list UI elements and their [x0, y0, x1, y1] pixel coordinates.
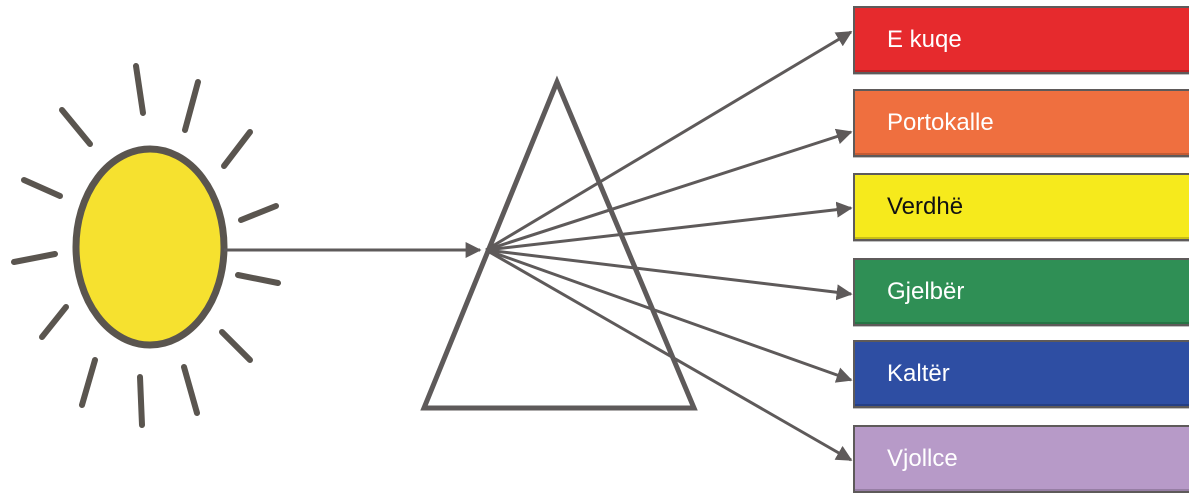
spectrum-band-violet: Vjollce	[853, 425, 1189, 493]
sun-ray	[14, 254, 55, 262]
ray-yellow	[486, 208, 851, 250]
ray-green	[486, 250, 851, 294]
spectrum-band-orange: Portokalle	[853, 89, 1189, 157]
sun-ray	[222, 332, 250, 360]
band-label: Kaltër	[887, 362, 950, 386]
spectrum-band-blue: Kaltër	[853, 340, 1189, 408]
sun-ray	[224, 132, 250, 166]
sun-ray	[184, 367, 197, 413]
sun-ray	[241, 206, 276, 220]
sun-ray	[140, 377, 142, 425]
sun-ray	[136, 66, 143, 113]
spectrum-band-green: Gjelbër	[853, 258, 1189, 326]
band-label: Vjollce	[887, 447, 958, 471]
ray-blue	[486, 250, 851, 380]
ray-red	[486, 32, 851, 250]
ray-orange	[486, 132, 851, 250]
sun-ray	[62, 110, 90, 144]
dispersed-rays	[486, 32, 851, 460]
sun	[76, 149, 224, 345]
band-label: Gjelbër	[887, 280, 964, 304]
spectrum-band-yellow: Verdhë	[853, 173, 1189, 241]
sun-ray	[42, 307, 66, 337]
band-label: E kuqe	[887, 28, 962, 52]
sun-ray	[185, 82, 198, 130]
band-label: Portokalle	[887, 111, 994, 135]
sun-ray	[82, 360, 95, 405]
prism	[424, 82, 694, 408]
ray-violet	[486, 250, 851, 460]
sun-ray	[238, 275, 278, 283]
sun-ray	[24, 180, 60, 196]
spectrum-band-red: E kuqe	[853, 6, 1189, 74]
band-label: Verdhë	[887, 195, 963, 219]
